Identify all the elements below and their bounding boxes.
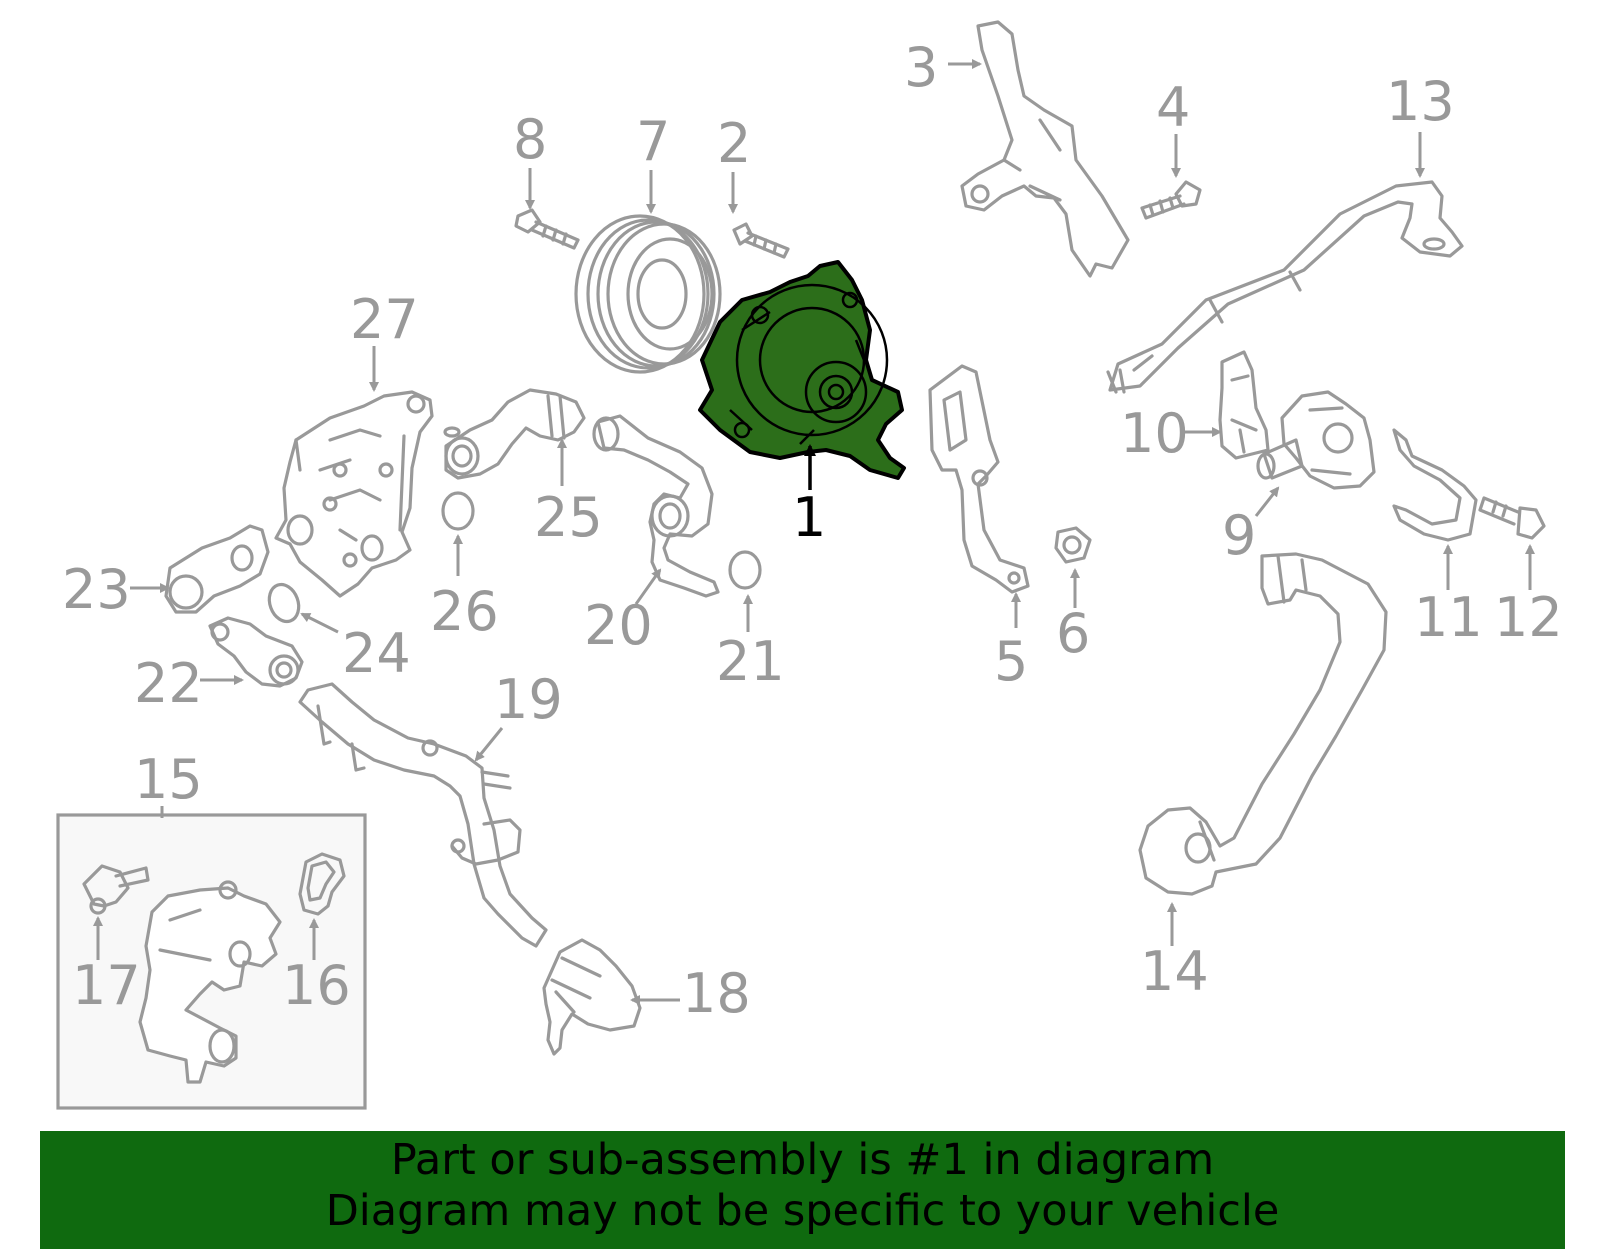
callout-1: 1 (792, 486, 826, 549)
callout-15: 15 (134, 748, 203, 811)
callout-12: 12 (1494, 586, 1563, 649)
o-ring-part-24[interactable] (264, 580, 303, 625)
callout-21: 21 (716, 630, 785, 693)
thermostat-housing[interactable] (138, 880, 282, 1084)
callout-27: 27 (350, 288, 419, 351)
callout-20: 20 (584, 594, 653, 657)
coolant-pipe-part-13[interactable] (1106, 180, 1464, 394)
callout-9: 9 (1222, 504, 1256, 567)
callout-6: 6 (1056, 602, 1090, 665)
callout-16: 16 (282, 954, 351, 1017)
callout-7: 7 (636, 110, 670, 173)
bolt-part-4[interactable] (1140, 180, 1202, 220)
callout-2: 2 (717, 112, 751, 175)
housing-part-27[interactable] (274, 390, 434, 598)
pulley-part-7[interactable] (574, 214, 722, 374)
aux-pump-part-9[interactable] (1256, 390, 1376, 490)
callout-8: 8 (513, 108, 547, 171)
nut-part-6[interactable] (1054, 526, 1092, 564)
callout-22: 22 (134, 652, 203, 715)
hose-part-25[interactable] (443, 388, 586, 480)
banner-line-2: Diagram may not be specific to your vehi… (325, 1186, 1280, 1236)
hose-part-18[interactable] (542, 938, 642, 1056)
callout-25: 25 (534, 486, 603, 549)
callout-5: 5 (994, 630, 1028, 693)
coolant-pipe-part-19[interactable] (298, 682, 548, 948)
callout-17: 17 (72, 954, 141, 1017)
o-ring-part-26[interactable] (441, 491, 475, 531)
banner-line-1: Part or sub-assembly is #1 in diagram (390, 1135, 1215, 1185)
o-ring-part-21[interactable] (728, 550, 762, 590)
callout-arrows (93, 59, 1535, 1005)
strap-part-11[interactable] (1392, 428, 1478, 542)
callout-24: 24 (342, 622, 411, 685)
callout-14: 14 (1140, 940, 1209, 1003)
callout-26: 26 (430, 580, 499, 643)
bracket-part-3[interactable] (960, 20, 1130, 278)
callout-3: 3 (904, 36, 938, 99)
callout-4: 4 (1156, 76, 1190, 139)
bolt-part-8[interactable] (514, 208, 580, 250)
bolt-part-12[interactable] (1478, 496, 1546, 540)
coolant-hose-part-14[interactable] (1138, 552, 1388, 896)
fitting-part-22[interactable] (208, 616, 304, 688)
bolt-part-2[interactable] (732, 222, 790, 259)
info-banner: Part or sub-assembly is #1 in diagram Di… (40, 1131, 1565, 1249)
water-pump-part-1[interactable] (698, 260, 906, 480)
callout-19: 19 (494, 668, 563, 731)
pipe-part-20[interactable] (592, 414, 720, 598)
bracket-part-10[interactable] (1218, 350, 1270, 460)
callout-18: 18 (682, 962, 751, 1025)
callout-10: 10 (1120, 402, 1189, 465)
callout-23: 23 (62, 558, 131, 621)
sensor-part-17[interactable] (82, 864, 150, 915)
bracket-part-5[interactable] (928, 364, 1030, 594)
flange-part-23[interactable] (164, 524, 270, 614)
callout-11: 11 (1414, 586, 1483, 649)
gasket-part-16[interactable] (298, 852, 346, 916)
callout-13: 13 (1386, 70, 1455, 133)
